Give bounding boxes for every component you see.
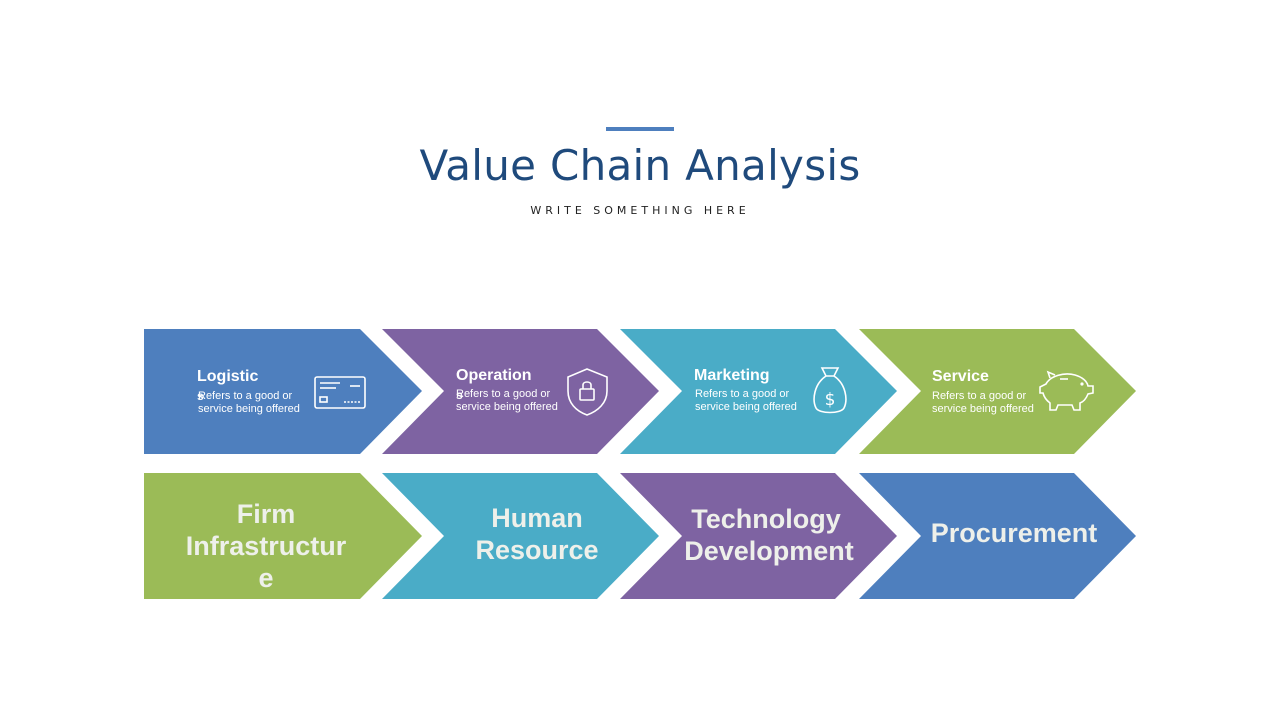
cell-title-wrap: s [197,389,204,403]
title-accent-rule [606,127,674,131]
primary-activity-service: Service Refers to a good or service bein… [859,329,1136,454]
svg-text:$: $ [825,390,836,410]
cell-desc-line-1: Refers to a good or [695,388,790,400]
cell-desc-line-2: service being offered [932,403,1034,415]
support-label-line-1: Procurement [931,518,1098,548]
cell-desc-line-1: Refers to a good or [456,388,551,400]
support-label-line-1: Human [491,503,583,533]
cell-desc-line-2: service being offered [456,401,558,413]
chevron-procurement [859,473,1136,599]
support-activity-human-resource: Human Resource [382,473,659,599]
cell-title: Service [932,368,989,385]
cell-desc-line-1: Refers to a good or [932,390,1027,402]
cell-title: Operation [456,367,532,384]
primary-activity-operations: Operation s Refers to a good or service … [382,329,659,454]
cell-title: Marketing [694,367,770,384]
primary-activity-logistics: Logistic s Refers to a good or service b… [144,329,422,454]
support-label-line-1: Firm [237,499,296,529]
chevron-logistics [144,329,422,454]
money-bag-icon: $ [813,367,847,414]
credit-card-icon [314,376,366,409]
primary-activity-marketing: Marketing Refers to a good or service be… [620,329,897,454]
page-title: Value Chain Analysis [419,141,861,190]
support-label-line-1: Technology [691,504,841,534]
support-label-line-2: Infrastructur [186,531,347,561]
support-label-line-2: Development [684,536,854,566]
page-subtitle: WRITE SOMETHING HERE [530,204,750,217]
cell-desc-line-2: service being offered [198,403,300,415]
support-activity-technology-development: Technology Development [620,473,897,599]
cell-title: Logistic [197,368,258,385]
chevron-technology-development [620,473,897,599]
cell-desc-line-1: Refers to a good or [198,390,293,402]
cell-desc-line-2: service being offered [695,401,797,413]
support-label-line-3: e [258,563,273,593]
cell-title-wrap: s [456,388,463,402]
shield-lock-icon [567,368,608,416]
chevron-operations [382,329,659,454]
support-activity-procurement: Procurement [859,473,1136,599]
chevron-marketing [620,329,897,454]
chevron-service [859,329,1136,454]
support-activity-firm-infrastructure: Firm Infrastructur e [144,473,422,599]
piggy-bank-icon [1039,370,1094,411]
chevron-firm-infrastructure [144,473,422,599]
chevron-human-resource [382,473,659,599]
support-label-line-2: Resource [475,535,598,565]
